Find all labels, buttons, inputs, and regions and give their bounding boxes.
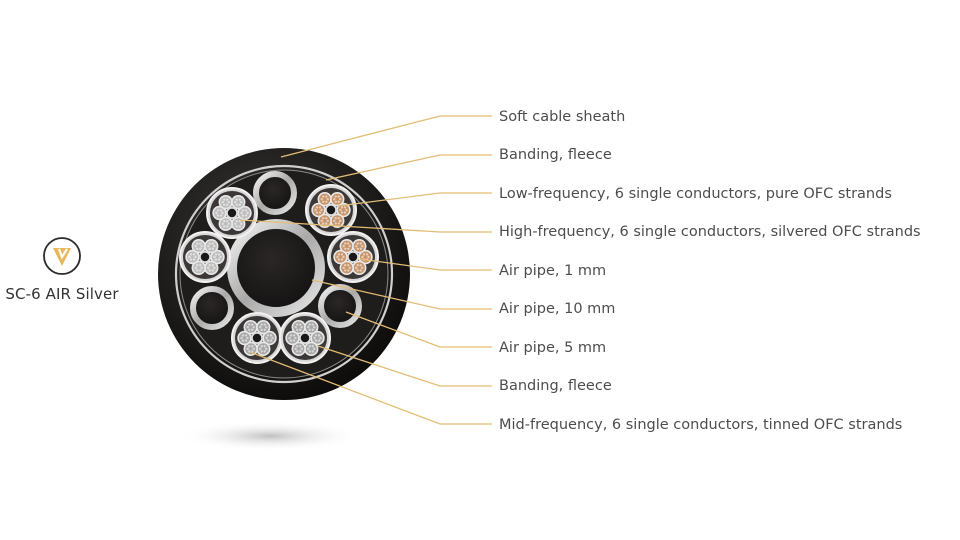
label-air-pipe-1mm: Air pipe, 1 mm (499, 263, 607, 279)
conductor-bundle-low-freq-a (305, 184, 357, 236)
outer-banding-fleece (174, 164, 394, 384)
label-low-frequency: Low-frequency, 6 single conductors, pure… (499, 186, 892, 202)
air-pipe-5mm-right (318, 284, 362, 328)
label-air-pipe-10mm: Air pipe, 10 mm (499, 301, 616, 317)
label-mid-frequency: Mid-frequency, 6 single conductors, tinn… (499, 417, 903, 433)
label-banding-fleece-outer: Banding, fleece (499, 147, 612, 163)
leader-line-7 (345, 311, 492, 348)
air-pipe-1mm (298, 331, 312, 345)
label-banding-fleece-inner: Banding, fleece (499, 378, 612, 394)
conductor-bundle-high-freq-b (179, 231, 231, 283)
leader-line-4 (239, 219, 492, 233)
leader-line-9 (249, 351, 492, 425)
label-air-pipe-5mm: Air pipe, 5 mm (499, 340, 607, 356)
leader-line-2 (325, 154, 492, 181)
conductor-bundles (179, 184, 379, 364)
leader-line-1 (280, 115, 492, 158)
air-pipe-5mm-top (253, 171, 297, 215)
conductor-bundle-low-freq-b (327, 231, 379, 283)
v-shield-logo-icon (43, 237, 81, 275)
leader-line-6 (311, 279, 492, 310)
cable-shadow (178, 421, 362, 451)
air-pipe-1mm (346, 250, 360, 264)
label-soft-cable-sheath: Soft cable sheath (499, 109, 626, 125)
conductor-bundle-mid-freq-b (279, 312, 331, 364)
leader-line-5 (359, 258, 492, 271)
product-name: SC-6 AIR Silver (5, 285, 119, 303)
conductor-bundle-high-freq-a (206, 187, 258, 239)
air-pipe-1mm (324, 203, 338, 217)
air-pipe-1mm (198, 250, 212, 264)
brand-block: SC-6 AIR Silver (0, 236, 124, 303)
air-pipe-1mm (250, 331, 264, 345)
conductor-bundle-mid-freq-a (231, 312, 283, 364)
air-pipe-5mm-left (190, 286, 234, 330)
label-high-frequency: High-frequency, 6 single conductors, sil… (499, 224, 921, 240)
leader-lines (239, 115, 492, 425)
leader-line-8 (317, 345, 492, 387)
air-pipe-10mm (227, 219, 325, 317)
leader-line-3 (337, 192, 492, 207)
air-pipe-1mm (225, 206, 239, 220)
